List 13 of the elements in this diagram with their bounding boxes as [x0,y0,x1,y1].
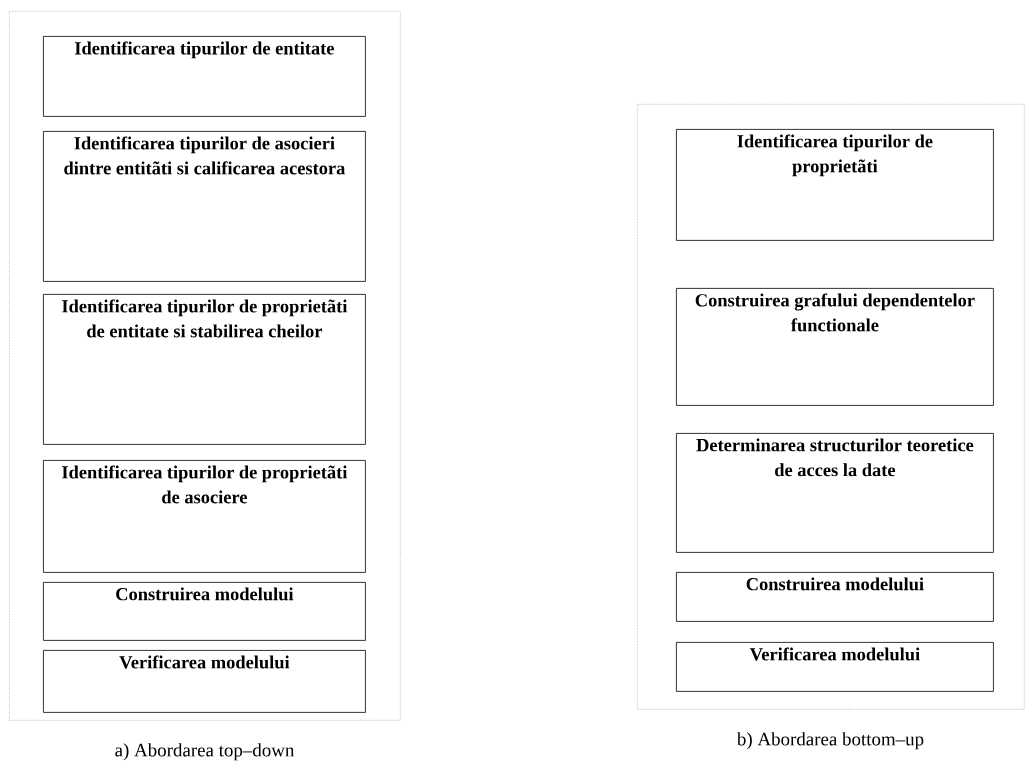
step-box: Identificarea tipurilor de entitate [43,36,366,117]
step-box: Determinarea structurilor teoretice de acces la date [676,433,994,553]
step-box: Identificarea tipurilor de proprietãti de entitate si stabilirea cheilor [43,294,366,445]
node-label: a) Abordarea top–down [115,743,295,761]
step-box: Verificarea modelului [43,650,366,713]
step-box: Construirea modelului [676,572,994,622]
node-label: b) Abordarea bottom–up [736,732,924,750]
step-box: Verificarea modelului [676,642,994,692]
step-box: Construirea grafului dependentelor functionale [676,288,994,406]
step-box: Identificarea tipurilor de proprietãti de asociere [43,460,366,573]
step-box: Identificarea tipurilor de asocieri dintre entitãti si calificarea acestora [43,131,366,282]
step-box: Construirea modelului [43,582,366,641]
step-box: Identificarea tipurilor de proprietãti [676,129,994,241]
